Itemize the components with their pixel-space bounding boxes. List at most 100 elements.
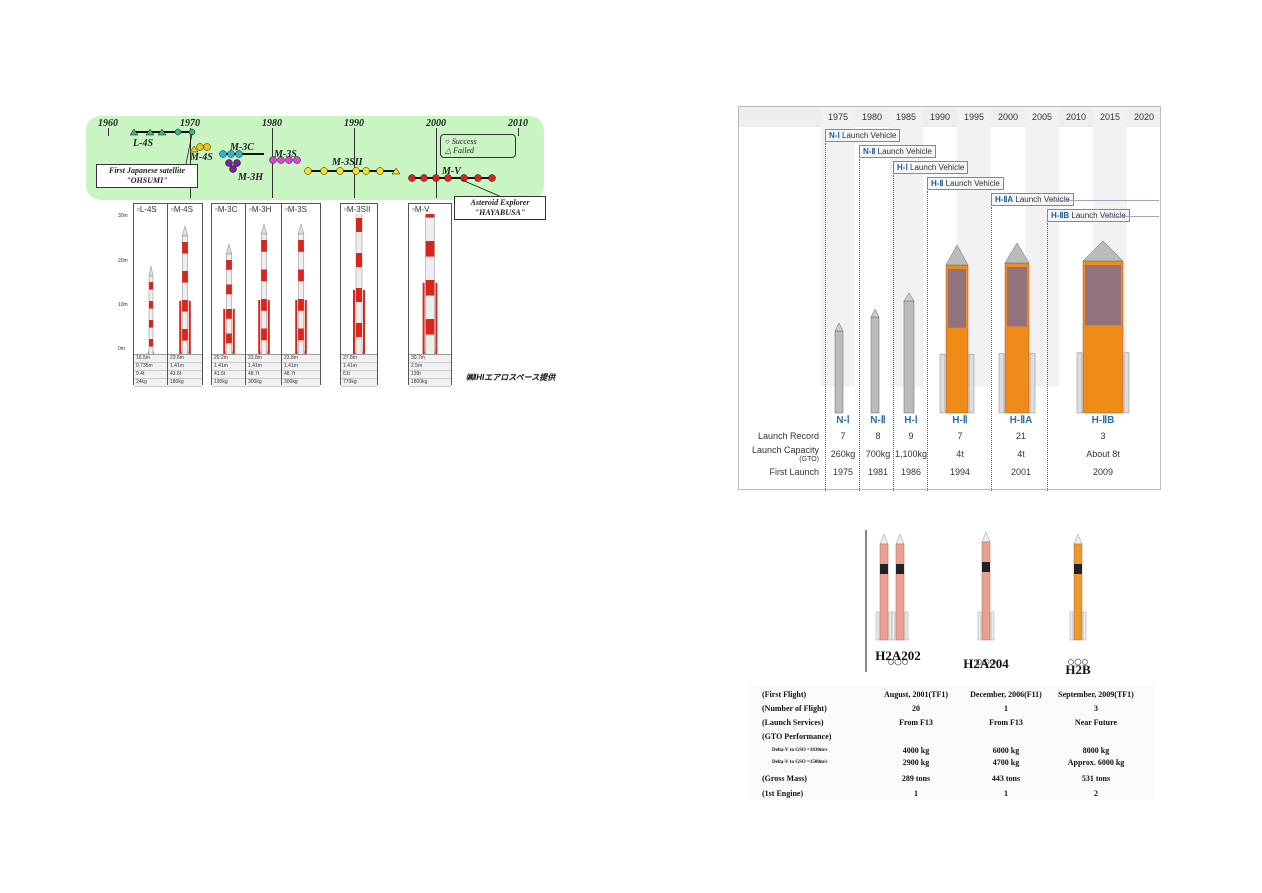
vehicle-label: M-3S — [274, 149, 297, 160]
table-cell: 4000 kg — [902, 746, 930, 755]
circle-icon: ▫ — [344, 205, 347, 214]
vehicle-name: N-Ⅱ — [870, 415, 886, 426]
success-marker — [362, 167, 370, 175]
table-cell: Approx. 6000 kg — [1067, 758, 1125, 767]
scale-label: 10m — [118, 302, 128, 308]
success-marker — [203, 143, 211, 151]
scale-column: 30m 20m 10m 0m — [108, 203, 134, 383]
table-cell: December, 2006(F11) — [970, 690, 1042, 699]
vehicle-period-name: H-ⅡB — [1051, 211, 1070, 220]
success-marker — [277, 156, 285, 164]
vehicle-period-suffix: Launch Vehicle — [1069, 211, 1126, 220]
year-stripe — [1025, 107, 1059, 387]
rocket-name: M-3SII — [346, 205, 371, 214]
success-marker — [420, 174, 428, 182]
spec-value: 1.41m — [212, 363, 246, 371]
vehicle-period-label: H-ⅡB Launch Vehicle — [1047, 209, 1130, 222]
year-label: 2020 — [1133, 112, 1155, 122]
rocket-drawing — [144, 265, 158, 363]
vehicle-period-label: N-Ⅰ Launch Vehicle — [825, 129, 901, 142]
vehicle-name: N-Ⅰ — [836, 415, 850, 426]
vehicle-period-name: N-Ⅱ — [863, 147, 876, 156]
rocket-panel-title: ▫M-3H — [249, 205, 271, 214]
year-label: 2005 — [1031, 112, 1053, 122]
callout-line: "OHSUMI" — [126, 176, 168, 185]
table-cell: 531 tons — [1081, 774, 1111, 783]
rocket-drawing — [221, 243, 237, 363]
vehicle-period-name: N-Ⅰ — [829, 131, 840, 140]
table-cell: August, 2001(TF1) — [883, 690, 948, 699]
hayabusa-callout: Asteroid Explorer "HAYABUSA" — [454, 196, 546, 220]
gto-row-label: Delta-V to GSO =1830m/s — [772, 748, 828, 753]
launch-capacity-cell: 700kg — [865, 449, 891, 459]
spec-value: 1.41m — [168, 363, 202, 371]
spec-value: 27.8m — [341, 355, 377, 363]
vehicle-label: M-3SII — [332, 157, 363, 168]
spec-value: 139t — [409, 371, 451, 379]
row-label-first: First Launch — [769, 467, 819, 477]
launch-record-cell: 3 — [1100, 431, 1106, 441]
rocket-panel-title: ▫M-4S — [171, 205, 193, 214]
success-marker — [408, 174, 416, 182]
success-marker — [174, 128, 182, 136]
vehicle-label: M-3H — [238, 172, 263, 183]
vehicle-name: H2B — [1065, 662, 1091, 677]
spec-value: 770kg — [341, 379, 377, 387]
year-label: 1960 — [98, 118, 118, 129]
period-line — [1051, 200, 1159, 201]
year-label: 2015 — [1099, 112, 1121, 122]
vehicle-name: H-ⅡA — [1009, 415, 1033, 426]
vehicle-period-name: H-Ⅰ — [897, 163, 908, 172]
spec-value: 300kg — [246, 379, 282, 387]
rocket-name: M-3S — [287, 205, 307, 214]
year-tick — [354, 128, 355, 198]
vehicle-label: M-3C — [230, 142, 254, 153]
success-marker — [269, 156, 277, 164]
spec-value: 48.7t — [282, 371, 320, 379]
rocket-panel-title: ▫M-3S — [285, 205, 307, 214]
table-body — [748, 685, 1154, 800]
spec-value: 24kg — [134, 379, 168, 387]
table-cell: 1 — [914, 789, 918, 798]
vehicle-label: M-4S — [190, 152, 213, 163]
launch-capacity-cell: 260kg — [830, 449, 856, 459]
image-credit: ㈱IHIエアロスペース提供 — [466, 373, 556, 382]
vehicle-name: H2A202 — [875, 648, 921, 663]
rocket-name: M-V — [414, 205, 430, 214]
callout-line: First Japanese satellite — [109, 166, 185, 175]
circle-icon: ▫ — [249, 205, 252, 214]
rocket-drawing — [177, 225, 193, 363]
failed-marker — [157, 128, 167, 136]
vehicle-name: H2A204 — [963, 656, 1009, 671]
vehicle-name: H-Ⅰ — [904, 415, 918, 426]
launch-markers — [129, 128, 505, 199]
legend: ○ Success △ Failed — [440, 134, 516, 158]
failed-marker — [129, 128, 139, 136]
rocket-panel-title: ▫L-4S — [137, 205, 157, 214]
scale-label: 20m — [118, 258, 128, 264]
vehicle-period-suffix: Launch Vehicle — [839, 131, 897, 140]
success-marker — [336, 167, 344, 175]
vehicle-period-name: H-Ⅱ — [931, 179, 944, 188]
year-label: 1980 — [262, 118, 282, 129]
table-cell: 1 — [1004, 704, 1008, 713]
row-label-record: Launch Record — [757, 431, 819, 441]
spec-value: 43.6t — [168, 371, 202, 379]
launch-capacity-cell: 4t — [1017, 449, 1025, 459]
vehicle-label: L-4S — [133, 138, 153, 149]
spec-value: 41.6t — [212, 371, 246, 379]
vehicle-period-suffix: Launch Vehicle — [1013, 195, 1070, 204]
callout-line: "HAYABUSA" — [474, 208, 526, 217]
rocket-drawing — [256, 223, 272, 363]
row-label: (Number of Flight) — [762, 704, 827, 713]
spec-value: 48.7t — [246, 371, 282, 379]
year-label: 1990 — [929, 112, 951, 122]
success-marker — [352, 167, 360, 175]
spec-value: 180kg — [168, 379, 202, 387]
table-cell: Near Future — [1074, 718, 1118, 727]
